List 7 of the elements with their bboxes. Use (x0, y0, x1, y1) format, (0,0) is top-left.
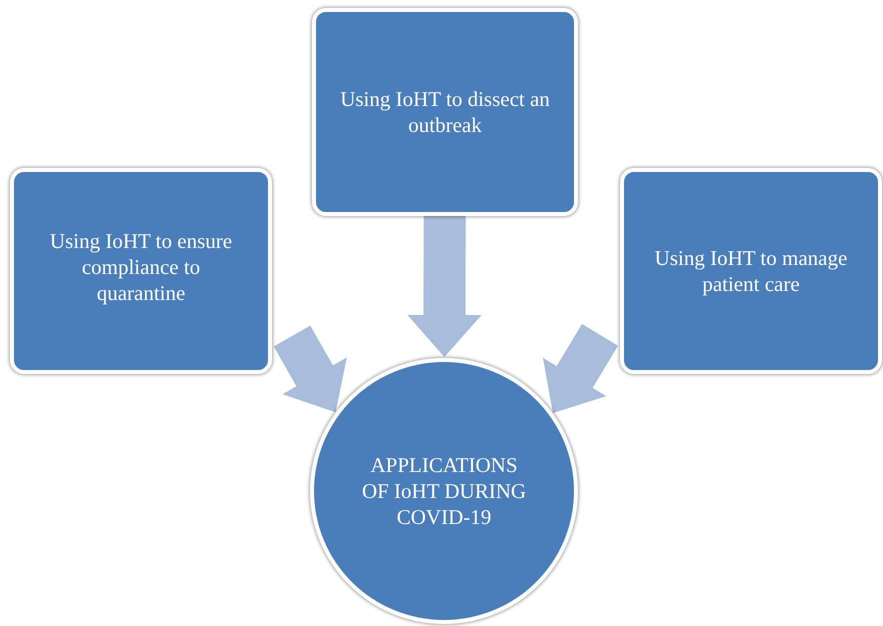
node-text: Using IoHT to ensure compliance to quarantine (48, 228, 234, 306)
node-text: Using IoHT to manage patient care (654, 244, 848, 298)
node-text: APPLICATIONS OF IoHT DURING COVID-19 (360, 452, 528, 530)
node-text: Using IoHT to dissect an outbreak (339, 86, 551, 138)
block-arrow (274, 326, 347, 412)
block-arrow (542, 324, 618, 413)
block-arrow (407, 216, 482, 357)
